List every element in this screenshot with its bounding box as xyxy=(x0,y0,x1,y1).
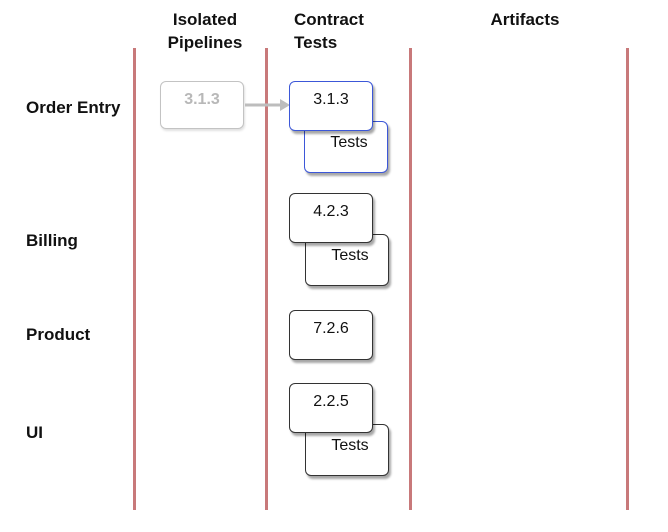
order-entry-tests-label: Tests xyxy=(330,134,368,151)
product-contract-box: 7.2.6 xyxy=(289,310,373,360)
billing-contract-version: 4.2.3 xyxy=(313,203,349,220)
order-entry-pipeline-box: 3.1.3 xyxy=(160,81,244,129)
row-label-billing: Billing xyxy=(26,231,78,250)
row-label-ui: UI xyxy=(26,423,43,442)
row-label-product: Product xyxy=(26,325,91,344)
column-header-artifacts: Artifacts xyxy=(490,10,560,29)
order-entry-contract-box: 3.1.3 xyxy=(289,81,373,131)
order-entry-contract-version: 3.1.3 xyxy=(313,91,349,108)
lane-divider-1 xyxy=(133,48,136,510)
ui-contract-box: 2.2.5 xyxy=(289,383,373,433)
ui-contract-version: 2.2.5 xyxy=(313,393,349,410)
row-label-order-entry: Order Entry xyxy=(26,98,121,117)
lane-divider-4 xyxy=(626,48,629,510)
ui-tests-label: Tests xyxy=(331,437,369,454)
column-header-isolated-pipelines: Isolated Pipelines xyxy=(167,10,243,52)
lane-divider-2 xyxy=(265,48,268,510)
billing-contract-box: 4.2.3 xyxy=(289,193,373,243)
lane-divider-3 xyxy=(409,48,412,510)
product-contract-version: 7.2.6 xyxy=(313,320,349,337)
order-entry-pipeline-version: 3.1.3 xyxy=(184,91,220,108)
billing-tests-label: Tests xyxy=(331,247,369,264)
column-header-contract-tests: Contract Tests xyxy=(294,10,364,52)
